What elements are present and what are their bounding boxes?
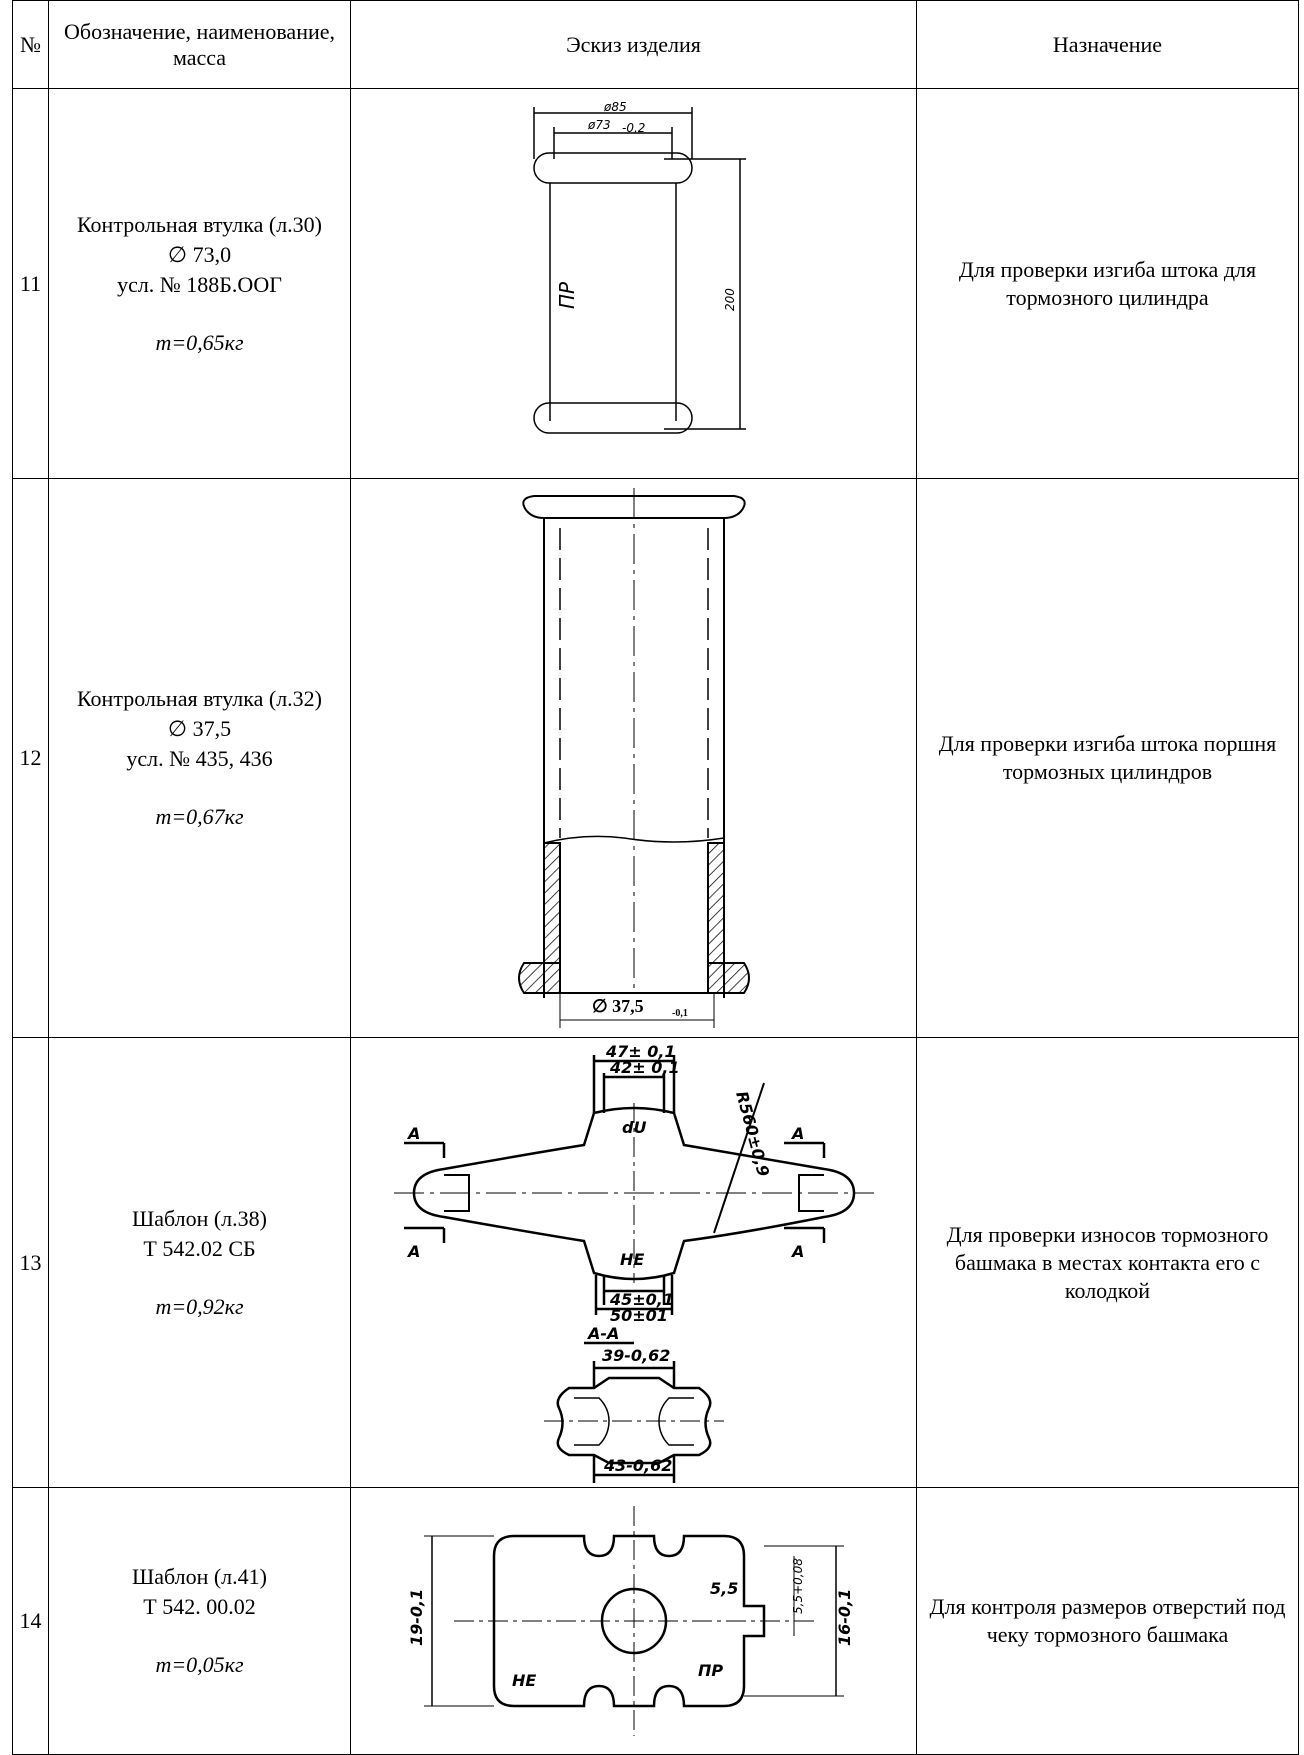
section-mark: A [790, 1124, 804, 1143]
item-code: Т 542.02 СБ [143, 1235, 256, 1261]
item-purpose: Для проверки изгиба штока для тормозного… [916, 88, 1299, 479]
section-mark: A [406, 1242, 420, 1261]
item-mass: m=0,65кг [155, 329, 244, 355]
table-row: 11 Контрольная втулка (л.30) ∅ 73,0 усл.… [12, 88, 1299, 479]
item-name: Контрольная втулка (л.32) [76, 686, 323, 711]
section-mark: A [406, 1124, 420, 1143]
table-row: 12 Контрольная втулка (л.32) ∅ 37,5 усл.… [12, 478, 1299, 1038]
table-row: 13 Шаблон (л.38) Т 542.02 СБ m=0,92кг [12, 1037, 1299, 1488]
label-he: HE [620, 1250, 644, 1269]
sketch-cell: 19-0,1 16-0,1 5,5 5,5+0,08 HE ПР [350, 1487, 917, 1755]
item-description: Контрольная втулка (л.30) ∅ 73,0 усл. № … [48, 88, 351, 479]
sketch-cell: 47± 0,1 42± 0,1 dU HE 45±0,1 50±01 R560±… [350, 1037, 917, 1488]
header-num: № [12, 0, 49, 89]
dim-width-outer: 47± 0,1 [605, 1043, 676, 1061]
row-number: 12 [12, 478, 49, 1038]
item-mass: m=0,92кг [155, 1293, 244, 1319]
dim-inner-tolerance: -0,2 [622, 121, 645, 135]
item-mass: m=0,05кг [155, 1652, 244, 1677]
dim-bottom-inner: 45±0,1 [609, 1290, 674, 1309]
item-mass: m=0,67кг [155, 804, 244, 829]
gauge-sketch: 19-0,1 16-0,1 5,5 5,5+0,08 HE ПР [407, 1506, 854, 1736]
dim-section-top: 39-0,62 [602, 1346, 670, 1365]
tools-table: № Обозначение, наименование, масса Эскиз… [12, 0, 1299, 1755]
item-purpose: Для контроля размеров отверстий под чеку… [916, 1487, 1299, 1755]
dim-left-height: 19-0,1 [407, 1589, 426, 1646]
item-name: Шаблон (л.38) [132, 1205, 267, 1231]
dim-right-height: 16-0,1 [835, 1589, 854, 1646]
item-description: Шаблон (л.41) Т 542. 00.02 m=0,05кг [48, 1487, 351, 1755]
header-sketch: Эскиз изделия [350, 0, 917, 89]
dim-bottom-outer: 50±01 [610, 1306, 668, 1325]
mark-pr: ПР [555, 280, 579, 308]
item-code: Т 542. 00.02 [143, 1594, 256, 1619]
bushing-sketch: ø85 ø73 -0,2 ПР 200 [532, 100, 746, 434]
dim-diameter: ∅ 37,5 [592, 996, 644, 1016]
dim-inner-diameter: ø73 [587, 118, 611, 132]
item-diameter: ∅ 37,5 [167, 716, 232, 741]
header-purpose: Назначение [916, 0, 1299, 89]
dim-slot: 5,5 [710, 1579, 738, 1598]
sketch-cell: ∅ 37,5 -0,1 [350, 478, 917, 1038]
dim-outer-diameter: ø85 [603, 100, 627, 114]
item-name: Шаблон (л.41) [132, 1564, 267, 1589]
table-row: 14 Шаблон (л.41) Т 542. 00.02 m=0,05кг [12, 1487, 1299, 1755]
item-description: Шаблон (л.38) Т 542.02 СБ m=0,92кг [48, 1037, 351, 1488]
dim-radius: R560±0,9 [732, 1089, 773, 1178]
dim-diameter-tolerance: -0,1 [672, 1008, 688, 1019]
item-code: усл. № 188Б.ООГ [117, 271, 282, 297]
dim-section-bottom: 43-0,62 [603, 1456, 672, 1475]
label-du: dU [622, 1118, 646, 1137]
item-description: Контрольная втулка (л.32) ∅ 37,5 усл. № … [48, 478, 351, 1038]
item-code: усл. № 435, 436 [126, 746, 273, 771]
dim-width-inner: 42± 0,1 [609, 1058, 680, 1077]
sketch-cell: ø85 ø73 -0,2 ПР 200 [350, 88, 917, 479]
dim-slot-tolerance: 5,5+0,08 [791, 1558, 805, 1614]
template-sketch: 47± 0,1 42± 0,1 dU HE 45±0,1 50±01 R560±… [393, 1043, 874, 1483]
row-number: 14 [12, 1487, 49, 1755]
item-diameter: ∅ 73,0 [167, 241, 232, 267]
item-name: Контрольная втулка (л.30) [76, 211, 323, 237]
row-number: 11 [12, 88, 49, 479]
header-description: Обозначение, наименование, масса [48, 0, 351, 89]
row-number: 13 [12, 1037, 49, 1488]
section-title: A-A [586, 1324, 619, 1343]
section-mark: A [790, 1242, 804, 1261]
header-row: № Обозначение, наименование, масса Эскиз… [12, 0, 1299, 89]
bushing-section-sketch: ∅ 37,5 -0,1 [517, 488, 750, 1028]
item-purpose: Для проверки износов тормозного башмака … [916, 1037, 1299, 1488]
item-purpose: Для проверки изгиба штока поршня тормозн… [916, 478, 1299, 1038]
label-pr: ПР [698, 1661, 723, 1680]
dim-height: 200 [723, 287, 737, 310]
label-ne: HE [512, 1671, 536, 1690]
